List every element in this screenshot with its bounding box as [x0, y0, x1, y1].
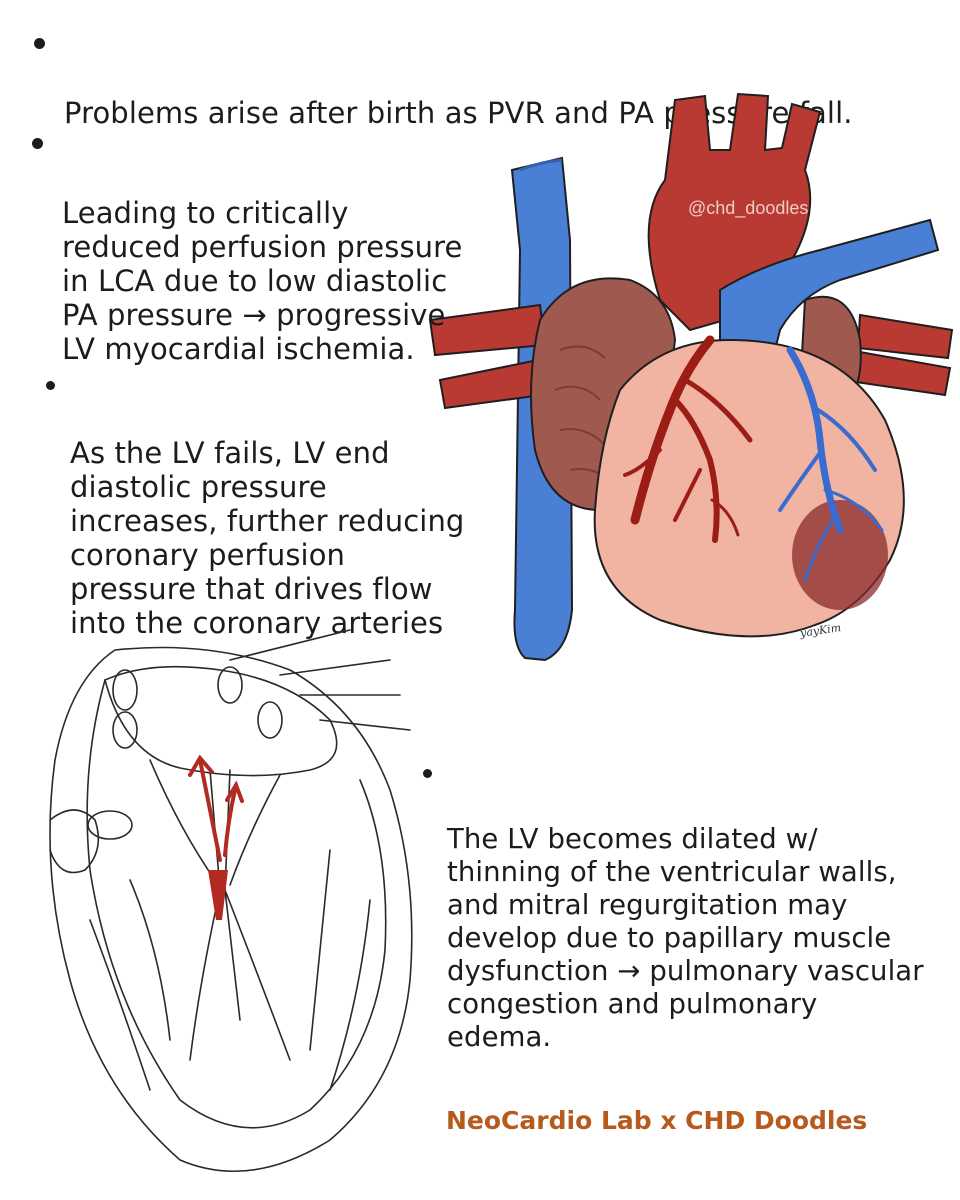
- bullet-text: The LV becomes dilated w/ thinning of th…: [447, 823, 924, 1053]
- bullet-dot: [46, 381, 55, 390]
- watermark: @chd_doodles: [688, 198, 809, 218]
- bullet-dot: [34, 38, 45, 49]
- bullet-dot: [423, 769, 432, 778]
- bullet-text: As the LV fails, LV end diastolic pressu…: [70, 436, 465, 640]
- bullet-lv-failure: As the LV fails, LV end diastolic pressu…: [46, 368, 490, 674]
- ischemic-area: [792, 500, 888, 610]
- bullet-text: Leading to critically reduced perfusion …: [62, 196, 463, 366]
- heart-illustration: [428, 92, 954, 662]
- lv-cross-section-sketch: [49, 629, 413, 1173]
- bullet-lca-perfusion: Leading to critically reduced perfusion …: [32, 128, 502, 400]
- pulmonary-vein-right: [856, 313, 954, 360]
- bullet-lv-dilation: The LV becomes dilated w/ thinning of th…: [423, 757, 947, 1087]
- coronary-arteries: [623, 335, 753, 543]
- anomalous-coronary-vessels: [778, 346, 884, 582]
- credit-line: NeoCardio Lab x CHD Doodles: [446, 1106, 868, 1135]
- regurgitation-arrows: [188, 754, 244, 862]
- bullet-dot: [32, 138, 43, 149]
